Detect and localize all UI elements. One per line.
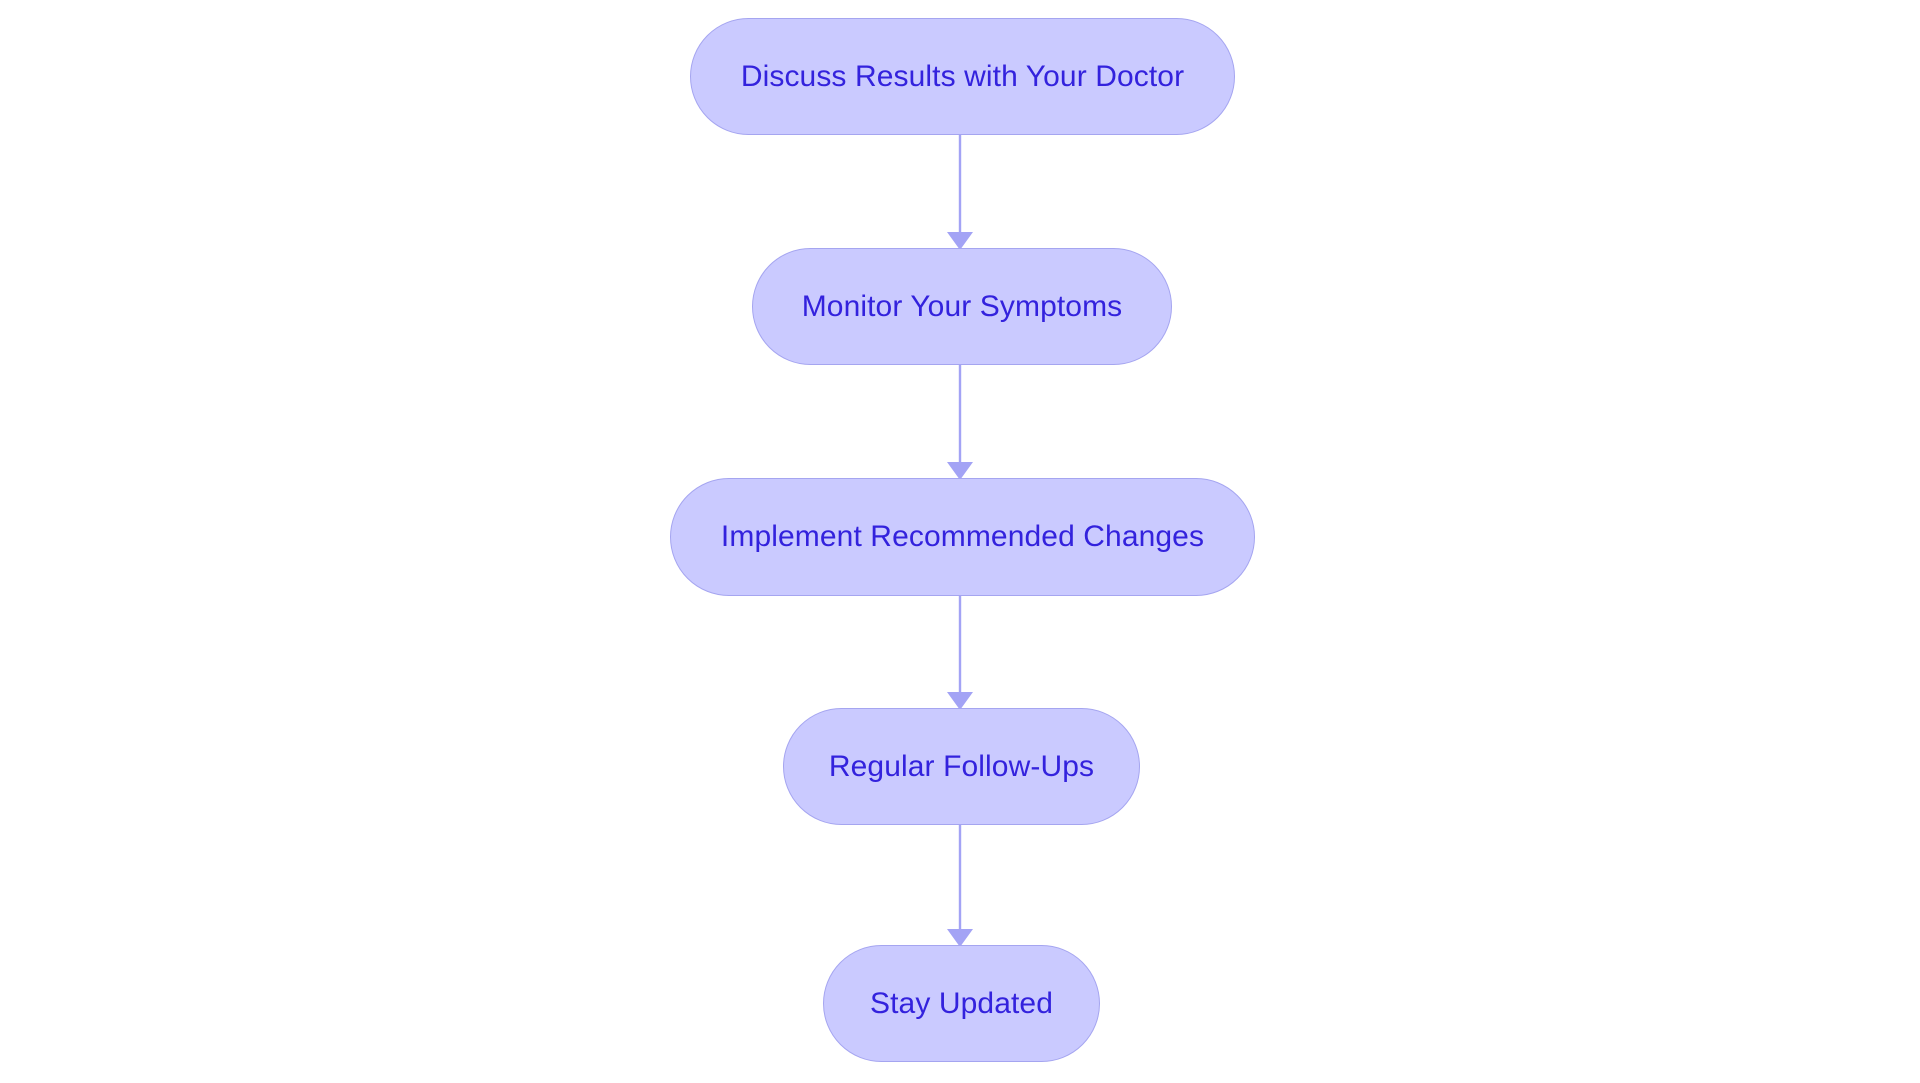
edge-3-group bbox=[947, 596, 973, 710]
node-regular-follow-ups[interactable]: Regular Follow-Ups bbox=[783, 708, 1140, 825]
node-label-regular-follow-ups: Regular Follow-Ups bbox=[828, 749, 1095, 783]
node-stay-updated[interactable]: Stay Updated bbox=[823, 945, 1100, 1062]
edge-2-group bbox=[947, 365, 973, 480]
node-implement-changes[interactable]: Implement Recommended Changes bbox=[670, 478, 1255, 596]
node-monitor-symptoms[interactable]: Monitor Your Symptoms bbox=[752, 248, 1172, 365]
edge-1-group bbox=[947, 135, 973, 250]
node-label-monitor-symptoms: Monitor Your Symptoms bbox=[801, 289, 1123, 323]
node-label-discuss-results: Discuss Results with Your Doctor bbox=[740, 59, 1185, 93]
node-label-implement-changes: Implement Recommended Changes bbox=[720, 520, 1205, 553]
node-discuss-results[interactable]: Discuss Results with Your Doctor bbox=[690, 18, 1235, 135]
node-label-stay-updated: Stay Updated bbox=[870, 986, 1053, 1020]
edge-4-group bbox=[947, 825, 973, 947]
